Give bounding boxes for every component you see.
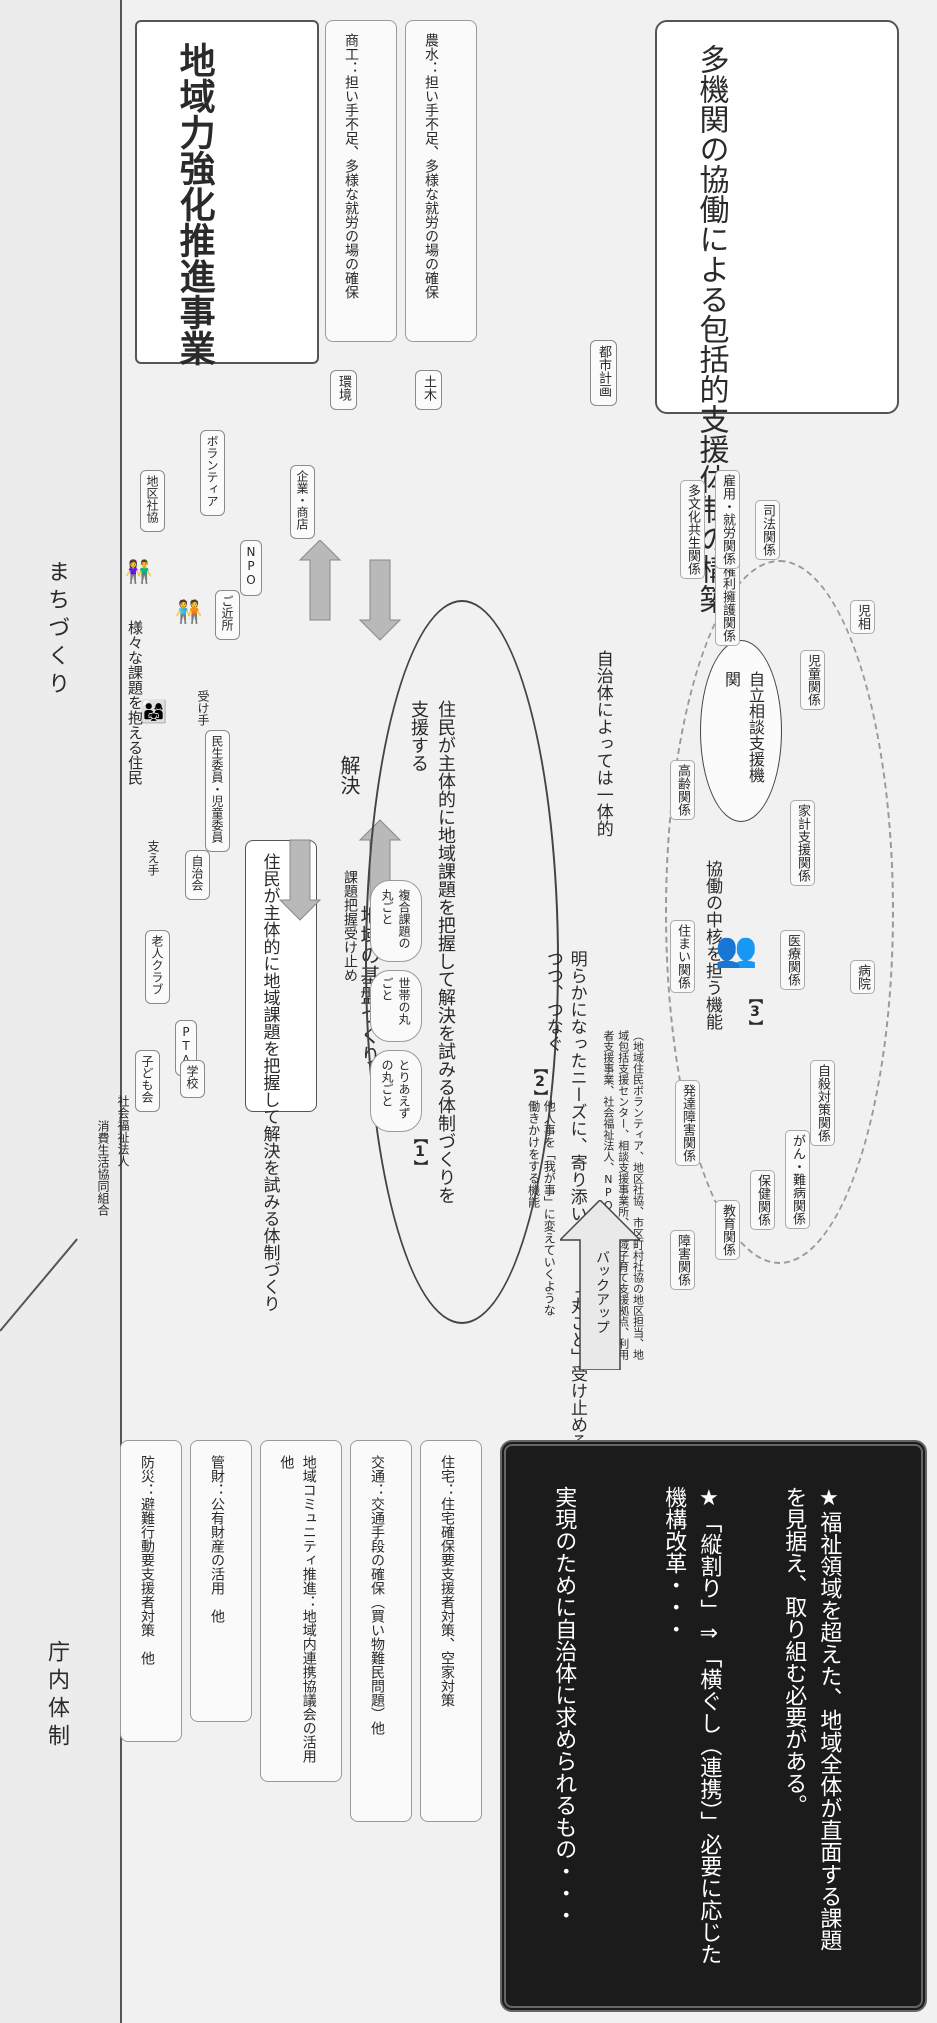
person-icon-1: 👫 [125,560,153,585]
ring-item-kyoiku: 教育関係 [715,1200,740,1260]
ring-item-hattatsu: 発達障害関係 [675,1080,700,1166]
rojin: 老人クラブ [145,930,170,1004]
ring-item-tabunka: 多文化共生関係 [680,480,705,579]
marugoto-oval [365,600,559,1324]
jichitai-text: 自治体によっては一体的 [592,650,613,837]
ring-item-shiho: 司法関係 [755,500,780,560]
ring-item-gan: がん・難病関係 [785,1130,810,1229]
requirements-heading: 実現のために自治体に求められるもの・・・ [551,1486,577,1926]
jiritsu-oval: 自立相談支援機関 [700,640,782,822]
chiku-shakyo: 地区社協 [140,470,165,532]
person-icon-2: 🧑‍🤝‍🧑 [175,600,203,625]
jichikai: 自治会 [185,850,210,900]
kadai-haaku: 課題把握受け止め [342,870,358,982]
setai-box: 世帯の丸ごと [370,970,422,1042]
akiraka-text: 明らかになったニーズに、寄り添いつつ、つなぐ [542,950,587,1222]
ring-item-shogai: 障害関係 [670,1230,695,1290]
tab-machizukuri: まちづくり [44,560,69,700]
requirements-item-1: ★「縦割り」⇒「横ぐし（連携）」必要に応じた機構改革・・・ [661,1486,722,1965]
ukete-label: 受け手 [196,690,210,726]
requirements-item-2: ★福祉領域を超えた、地域全体が直面する課題を見据え、取り組む必要がある。 [781,1486,842,1951]
ring-item-hoken: 保健関係 [750,1170,775,1230]
collaboration-box: 多機関の協働による包括的支援体制の構築 [655,20,899,614]
minsei: 民生委員・児童委員 [205,730,230,852]
ring-outer [665,560,894,1264]
kaiketsu: 解決 [337,755,361,795]
bosai-pill: 防災：避難行動要支援者対策 他 [120,1440,182,1742]
volunteer: ボランティア [200,430,225,516]
ring-item-byoin: 病院 [850,960,875,994]
ring-item-jisatsu: 自殺対策関係 [810,1060,835,1146]
sasaete-label: 支え手 [146,840,160,876]
ring-item-jiso: 児相 [850,600,875,634]
chiiki-comm-pill: 地域コミュニティ推進：地域内連携協議会の活用 他 [260,1440,342,1782]
left-tab-column: まちづくり 庁内体制 [0,0,122,2023]
ring-item-koyo: 雇用・就労関係 [715,470,740,569]
shohi: 消費生活協同組合 [96,1120,110,1216]
title-box: 地域力強化推進事業 [135,20,319,366]
kotsu-pill: 交通：交通手段の確保（買い物難民問題）他 [350,1440,412,1822]
fukugo-box: 複合課題の丸ごと [370,880,422,962]
tab-divider [0,1238,78,1332]
kigyo: 企業・商店 [290,465,315,539]
person-icon-3: 👨‍👩‍👧 [140,700,168,725]
jutaku-pill: 住宅：住宅確保要支援者対策、空家対策 [420,1440,482,1822]
gakko: 学校 [180,1060,205,1098]
ring-item-korei: 高齢関係 [670,760,695,820]
gokinjo: ご近所 [215,590,240,640]
marugoto-oval-text: 住民が主体的に地域課題を把握して解決を試みる体制づくりを支援する [408,700,456,1204]
ring-item-jido: 児童関係 [800,650,825,710]
shakai-fukushi: 社会福祉法人 [116,1095,130,1167]
nosui-box: 農水：担い手不足、多様な就労の場の確保 [405,20,477,342]
kanzai-pill: 管財：公有財産の活用 他 [190,1440,252,1722]
backup-arrow [560,1200,640,1370]
toshi-box: 都市計画 [590,340,617,406]
tab-chonai: 庁内体制 [44,1640,69,1752]
ring-item-kakei: 家計支援関係 [790,800,815,886]
center-people-icon: 👥 [715,930,758,970]
label-3: 【3】 [747,990,763,1034]
kodomo: 子ども会 [135,1050,160,1112]
ring-center: 協働の中核を担う機能 [702,860,722,1030]
requirements-box: 実現のために自治体に求められるもの・・・ ★「縦割り」⇒「横ぐし（連携）」必要に… [500,1440,927,2012]
doboku-box: 土木 [415,370,442,410]
toriaezu-box: とりあえずの丸ごと [370,1050,422,1132]
kankyo-box: 環境 [330,370,357,410]
kadai-text: 様々な課題を抱える住民 [126,620,144,785]
label-2: 【2】 [532,1060,548,1104]
backup-label: バックアップ [594,1250,610,1334]
ring-item-iryo: 医療関係 [780,930,805,990]
shoko-box: 商工：担い手不足、多様な就労の場の確保 [325,20,397,342]
ring-item-sumai: 住まい関係 [670,920,695,993]
npo: NPO [240,540,262,596]
ring-item-kenri: 権利擁護関係 [715,560,740,646]
